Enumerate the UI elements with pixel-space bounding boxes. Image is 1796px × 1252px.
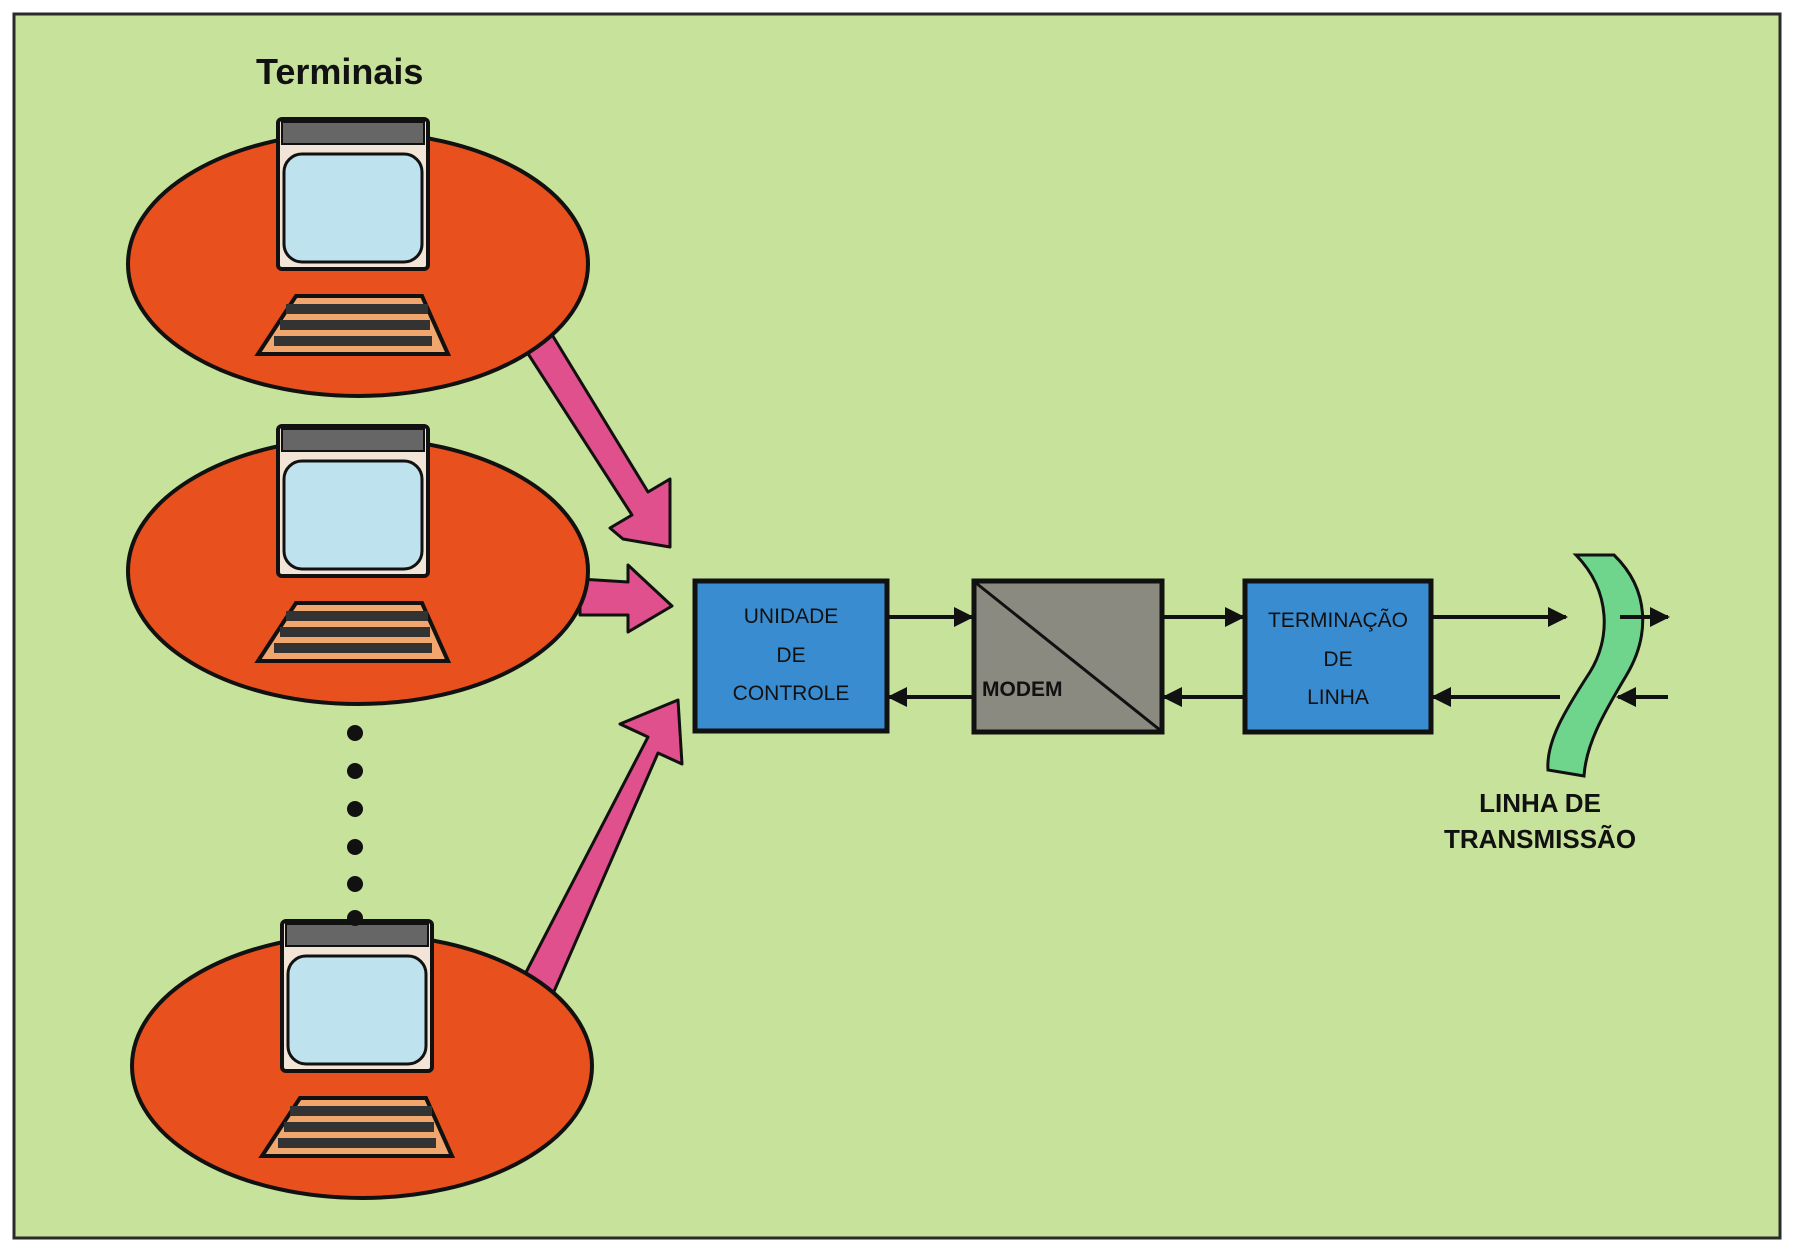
- line-termination-label-line2: DE: [1323, 648, 1352, 671]
- arrow-terminal-1-to-control: [523, 331, 672, 549]
- computer-terminal-icon: [254, 424, 452, 663]
- continuation-dots: [347, 725, 363, 926]
- control-unit-block: UNIDADE DE CONTROLE: [692, 578, 890, 734]
- line-termination-block: TERMINAÇÃO DE LINHA: [1242, 578, 1434, 735]
- control-unit-label-line1: UNIDADE: [744, 605, 839, 628]
- transmission-line-label-line1: LINHA DE: [1479, 788, 1601, 818]
- transmission-line-label-line2: TRANSMISSÃO: [1444, 824, 1636, 854]
- computer-terminal-icon: [258, 919, 456, 1158]
- line-termination-label-line3: LINHA: [1307, 686, 1369, 709]
- arrow-terminal-2-to-control: [578, 563, 674, 634]
- modem-block: MODEM: [971, 578, 1165, 735]
- terminal-2: [126, 424, 590, 706]
- signal-arrows: [887, 607, 1670, 707]
- control-unit-label-line2: DE: [776, 644, 805, 667]
- diagram-title: Terminais: [256, 51, 423, 92]
- computer-terminal-icon: [254, 117, 452, 356]
- terminal-3: [130, 919, 594, 1200]
- transmission-cable: [1546, 553, 1645, 778]
- arrow-terminal-3-to-control: [520, 698, 684, 998]
- terminal-1: [126, 117, 590, 398]
- line-termination-label-line1: TERMINAÇÃO: [1268, 608, 1408, 632]
- modem-label: MODEM: [982, 678, 1063, 701]
- pink-arrows: [520, 331, 684, 998]
- control-unit-label-line3: CONTROLE: [733, 682, 850, 705]
